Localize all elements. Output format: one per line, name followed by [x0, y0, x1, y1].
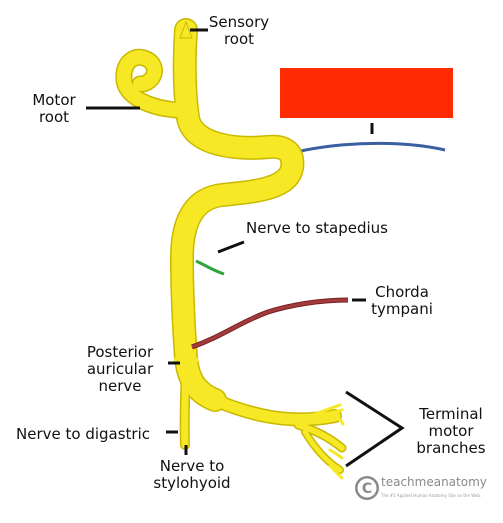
nerve-to-digastric-text: Nerve to digastric [16, 425, 150, 443]
nerve-to-stapedius-branch [195, 259, 225, 276]
sensory-root-text: Sensory root [208, 13, 270, 48]
chorda-tympani-text: Chorda tympani [371, 283, 433, 318]
label-nerve-to-stapedius: Nerve to stapedius [246, 220, 388, 237]
label-nerve-to-digastric: Nerve to digastric [16, 426, 150, 443]
svg-text:C: C [362, 481, 372, 497]
watermark-tagline: The #1 Applied Human Anatomy Site on the… [381, 493, 482, 498]
terminal-branches-text: Terminal motor branches [416, 405, 486, 457]
label-posterior-auricular: Posterior auricular nerve [78, 344, 162, 395]
terminal-branches-bracket [345, 390, 405, 468]
chorda-tympani-branch [191, 297, 349, 350]
posterior-auricular-stubs [173, 357, 199, 365]
label-terminal-branches: Terminal motor branches [408, 406, 494, 457]
label-sensory-root: Sensory root [206, 14, 272, 48]
watermark-brand: teachmeanatomy [381, 475, 487, 489]
leader-lines [86, 28, 366, 455]
terminal-motor-branches [298, 403, 345, 480]
label-motor-root: Motor root [26, 92, 82, 126]
redacted-label-box [280, 68, 453, 118]
blue-nerve-branch [295, 141, 446, 154]
nerve-to-stapedius-text: Nerve to stapedius [246, 219, 388, 237]
label-chorda-tympani: Chorda tympani [368, 284, 436, 318]
posterior-auricular-text: Posterior auricular nerve [86, 343, 154, 395]
motor-root-text: Motor root [32, 91, 76, 126]
watermark: C teachmeanatomy The #1 Applied Human An… [349, 470, 499, 510]
sensory-root-tip [179, 20, 193, 39]
copyright-icon: C [355, 476, 379, 500]
nerve-to-stylohyoid-text: Nerve to stylohyoid [153, 457, 231, 492]
label-nerve-to-stylohyoid: Nerve to stylohyoid [150, 458, 234, 492]
